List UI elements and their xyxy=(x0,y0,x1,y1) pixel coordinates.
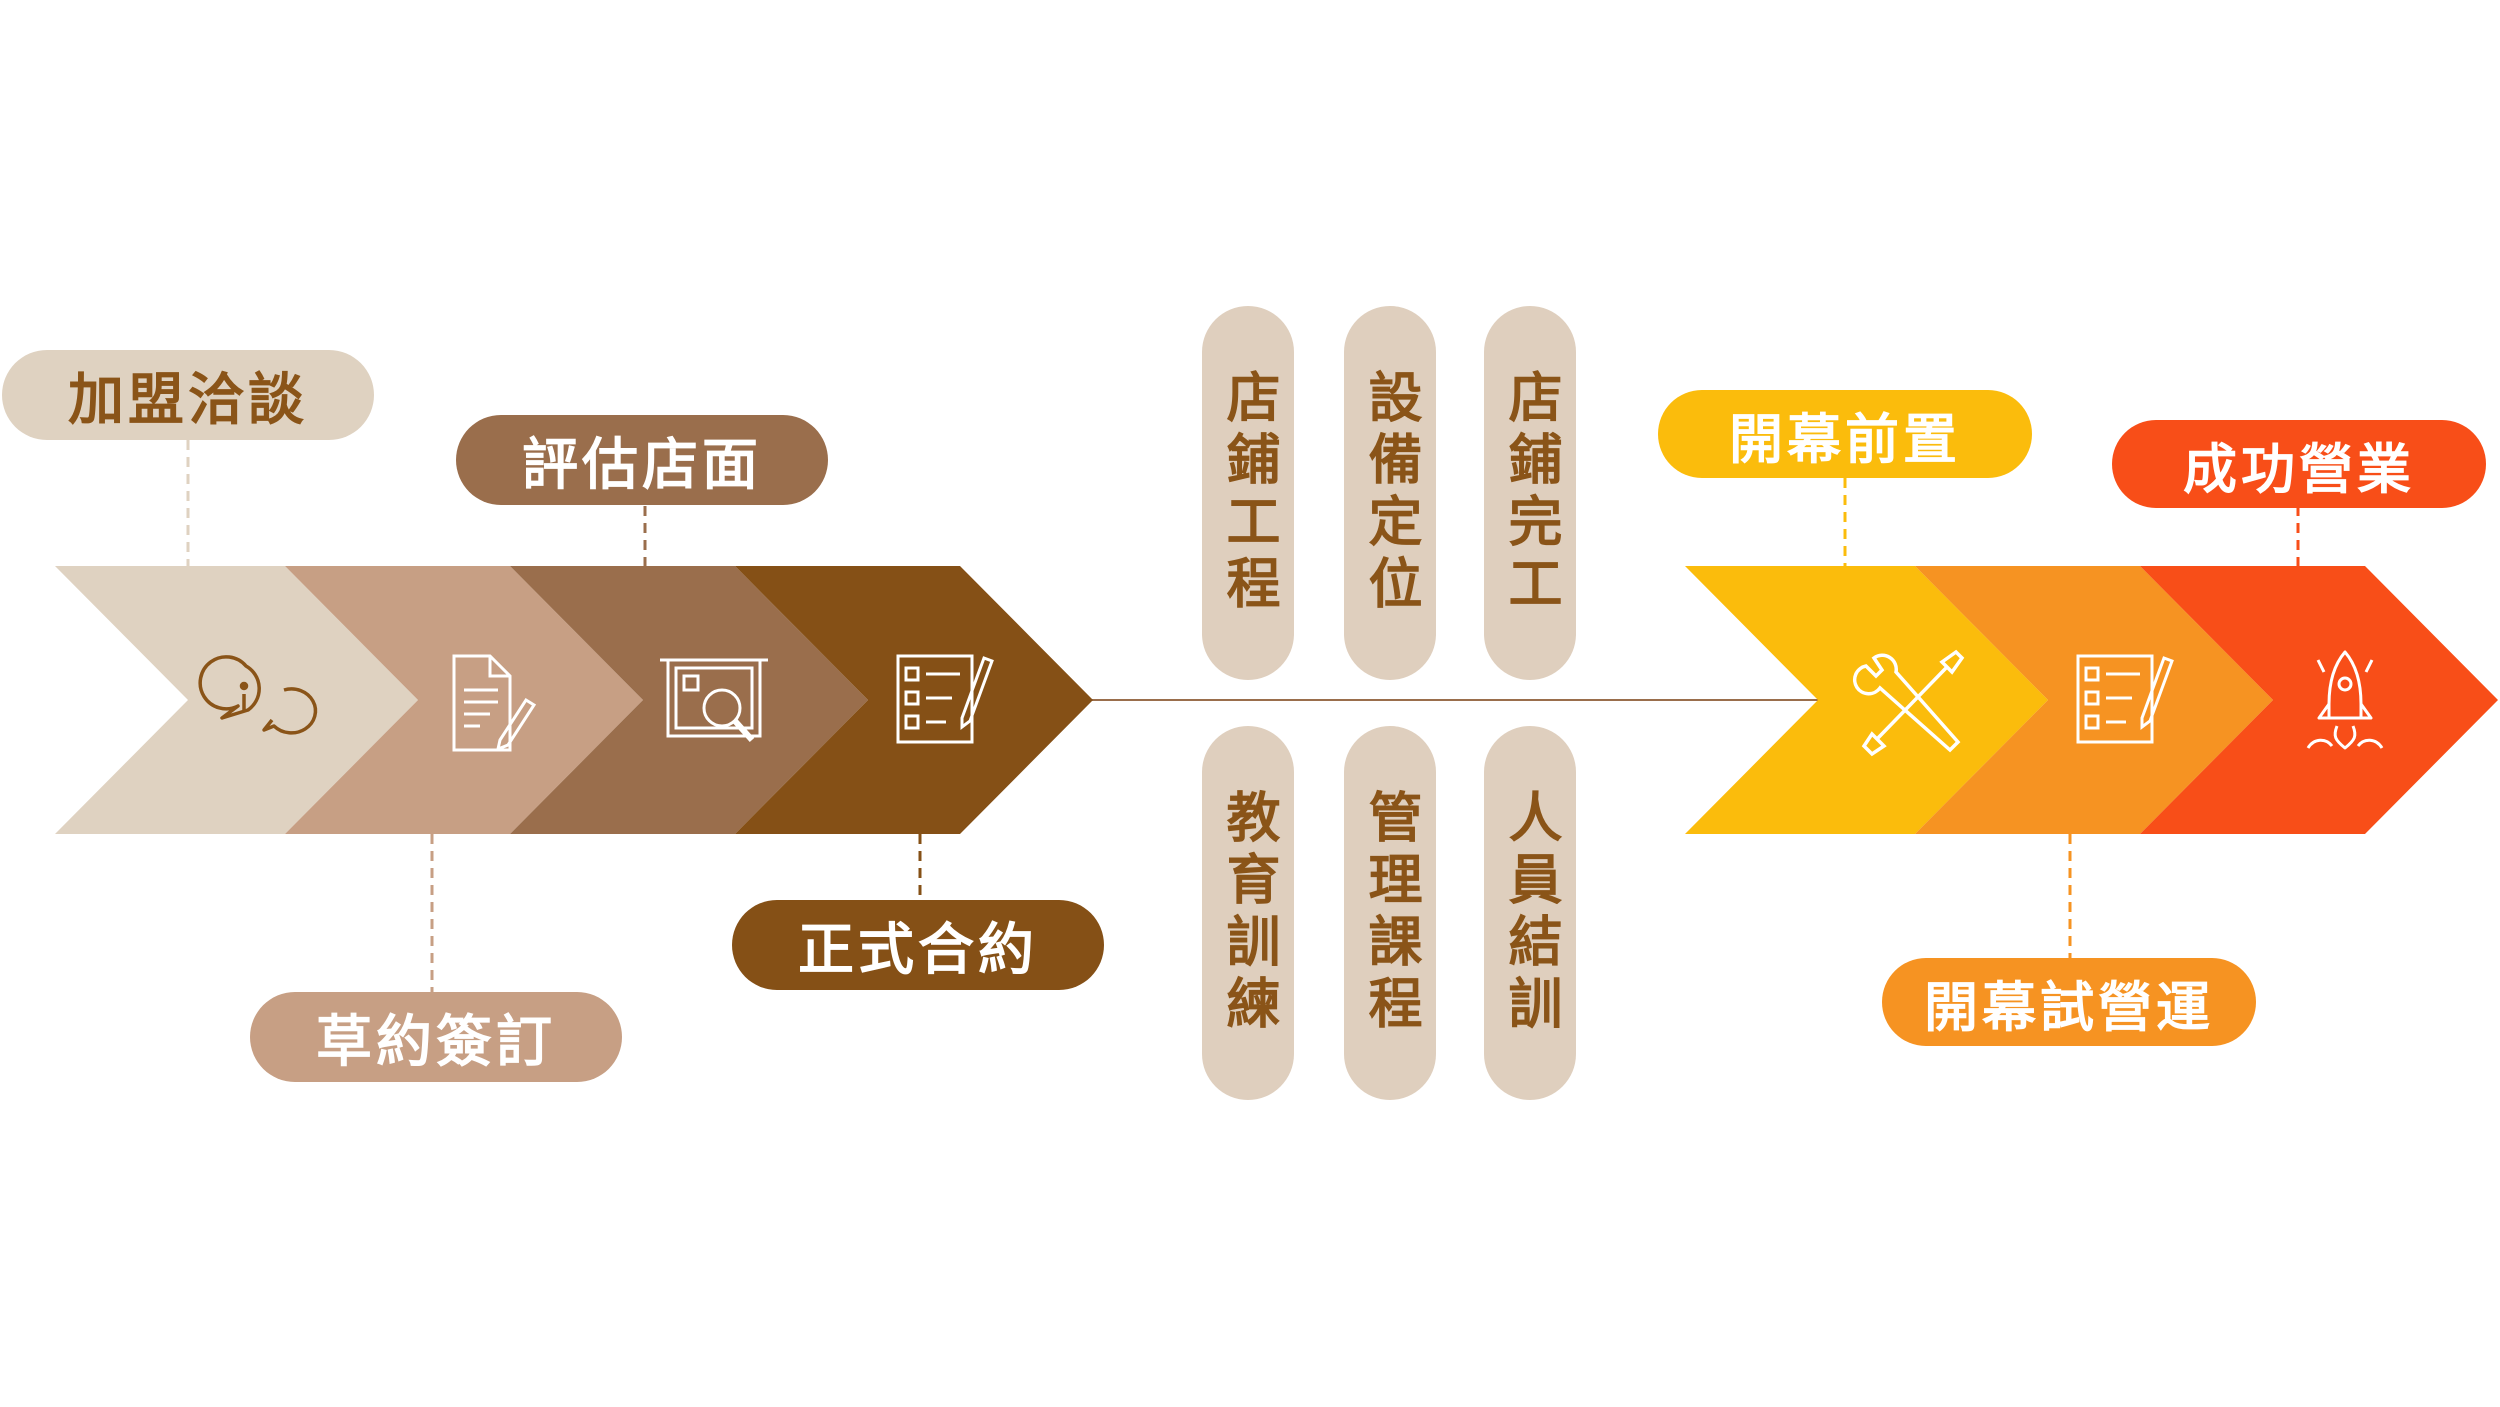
stage-label-3: 評估店面 xyxy=(456,415,828,505)
middle-top-pill-1: 店鋪工程 xyxy=(1202,306,1294,680)
info-chat-icon xyxy=(198,655,318,735)
stage-label-6: 開幕試營運 xyxy=(1882,958,2256,1046)
middle-top-pill-2: 設備定位 xyxy=(1344,306,1436,680)
stage-chevron-4 xyxy=(735,566,1093,834)
stage-label-1: 加盟洽談 xyxy=(2,350,374,440)
rocket-icon xyxy=(2306,650,2384,750)
middle-bottom-pill-1: 教育訓練 xyxy=(1202,726,1294,1100)
document-edit-icon xyxy=(452,654,537,752)
store-search-icon xyxy=(660,658,768,743)
middle-top-pill-3: 店鋪完工 xyxy=(1484,306,1576,680)
stage-chevron-6 xyxy=(1915,566,2273,834)
checklist-icon xyxy=(2076,654,2174,744)
middle-bottom-pill-3: 人員結訓 xyxy=(1484,726,1576,1100)
stage-label-2: 草約簽訂 xyxy=(250,992,622,1082)
tools-icon xyxy=(1852,649,1965,757)
stage-chevron-2 xyxy=(285,566,643,834)
stage-label-7: 成功營業 xyxy=(2112,420,2486,508)
stage-chevron-7 xyxy=(2140,566,2498,834)
stage-chevron-5 xyxy=(1685,566,2048,834)
checklist-icon xyxy=(896,654,994,744)
stage-label-5: 開幕前置 xyxy=(1658,390,2032,478)
stage-chevron-3 xyxy=(510,566,868,834)
stage-chevron-1 xyxy=(55,566,418,834)
middle-bottom-pill-2: 管理課程 xyxy=(1344,726,1436,1100)
stage-label-4: 正式合約 xyxy=(732,900,1104,990)
